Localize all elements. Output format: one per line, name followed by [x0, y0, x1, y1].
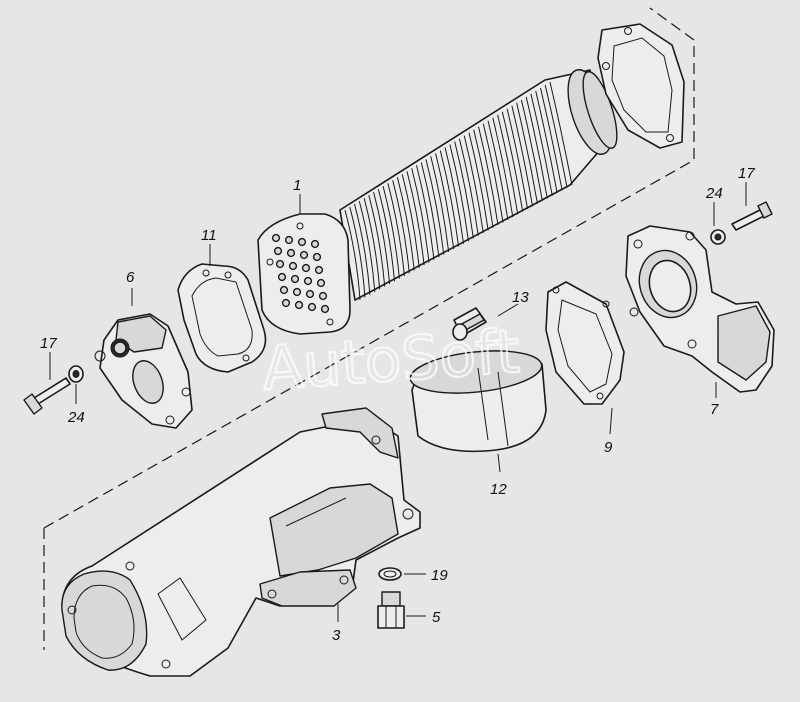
tube-hole: [307, 302, 317, 312]
callout-5: 5: [432, 609, 441, 626]
tube-hole: [320, 304, 330, 314]
callout-24-right: 24: [705, 185, 723, 202]
tube-hole: [294, 300, 304, 310]
core-tube-plate: [257, 213, 351, 335]
gasket-rear-plate: [597, 23, 685, 149]
callout-19: 19: [431, 567, 448, 584]
tube-hole: [281, 298, 291, 308]
callout-1: 1: [293, 177, 301, 194]
part-19-seal-ring: [378, 567, 402, 581]
part-7-rear-cover: [625, 225, 775, 393]
part-11-gasket: [177, 263, 267, 373]
tube-hole: [271, 233, 281, 243]
tube-hole: [290, 274, 300, 284]
callout-labels: 1 11 6 17 24 13 12 9 7 24 17 19 5 3: [40, 165, 755, 644]
tube-holes: [271, 233, 330, 314]
part-6-end-cover: [94, 313, 193, 429]
tube-hole: [292, 287, 302, 297]
part-17-bolt-right: [731, 201, 773, 231]
callout-6: 6: [126, 269, 135, 286]
core-fins: [344, 81, 573, 301]
part-17-bolt-left: [23, 377, 71, 415]
tube-hole: [314, 265, 324, 275]
part-9-gasket: [545, 281, 625, 405]
tube-hole: [312, 252, 322, 262]
part-1-core-bundle: [257, 69, 618, 335]
callout-11: 11: [201, 227, 217, 244]
tube-hole: [305, 289, 315, 299]
callout-12: 12: [490, 481, 507, 498]
tube-hole: [303, 276, 313, 286]
callout-7: 7: [710, 401, 719, 418]
tube-hole: [310, 239, 320, 249]
callout-17-left: 17: [40, 335, 57, 352]
tube-hole: [316, 278, 326, 288]
tube-hole: [273, 246, 283, 256]
callout-24-left: 24: [67, 409, 85, 426]
tube-hole: [288, 261, 298, 271]
tube-hole: [286, 248, 296, 258]
tube-hole: [318, 291, 328, 301]
tube-hole: [277, 272, 287, 282]
tube-hole: [284, 235, 294, 245]
tube-hole: [299, 250, 309, 260]
callout-17-right: 17: [738, 165, 755, 182]
part-13-fitting: [452, 307, 487, 341]
tube-hole: [279, 285, 289, 295]
tube-hole: [275, 259, 285, 269]
part-12-sleeve: [409, 350, 547, 453]
part-24-washer-left: [68, 365, 84, 383]
part-24-washer-right: [710, 229, 726, 245]
tube-hole: [297, 237, 307, 247]
leader-lines: [49, 182, 747, 622]
callout-9: 9: [604, 439, 613, 456]
callout-3: 3: [332, 627, 341, 644]
callout-13: 13: [512, 289, 529, 306]
part-5-plug: [377, 591, 405, 629]
tube-hole: [301, 263, 311, 273]
assembly-boundary: [43, 7, 695, 650]
part-3-housing: [61, 407, 421, 677]
